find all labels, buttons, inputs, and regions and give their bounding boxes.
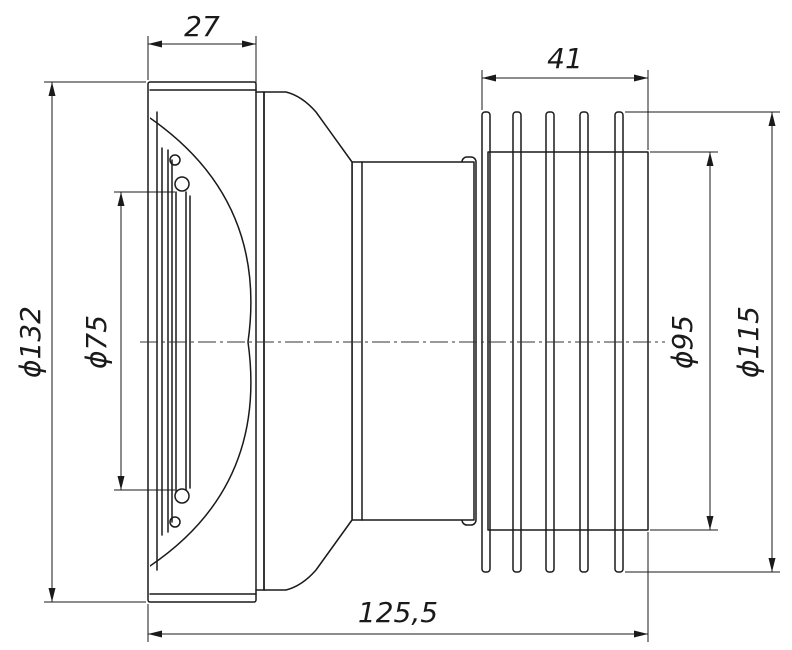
dimension-inlet-diameter: ϕ75 (80, 191, 175, 491)
dimension-label: ϕ95 (666, 315, 699, 369)
straight-pipe (351, 161, 475, 521)
dimension-label: ϕ115 (732, 306, 765, 378)
dimension-pipe-diameter: ϕ95 (650, 151, 718, 531)
dimension-flange-width: 27 (147, 10, 257, 90)
dimension-label: 125,5 (358, 596, 438, 629)
corrugated-section (481, 111, 649, 573)
cone-section (263, 91, 353, 591)
dimension-label: 27 (184, 10, 220, 43)
dimension-rib-diameter: ϕ115 (625, 111, 780, 573)
dimension-corrugation-length: 41 (481, 42, 649, 150)
dimension-outer-diameter: ϕ132 (14, 81, 146, 603)
seal-bead-bottom (174, 488, 190, 504)
dimension-overall-length: 125,5 (147, 532, 649, 642)
dimension-label: ϕ75 (80, 315, 113, 369)
corrugated-pipe (487, 151, 649, 531)
dimension-label: 41 (547, 42, 583, 75)
dimension-label: ϕ132 (14, 306, 47, 378)
seal-bead-top (174, 176, 190, 192)
